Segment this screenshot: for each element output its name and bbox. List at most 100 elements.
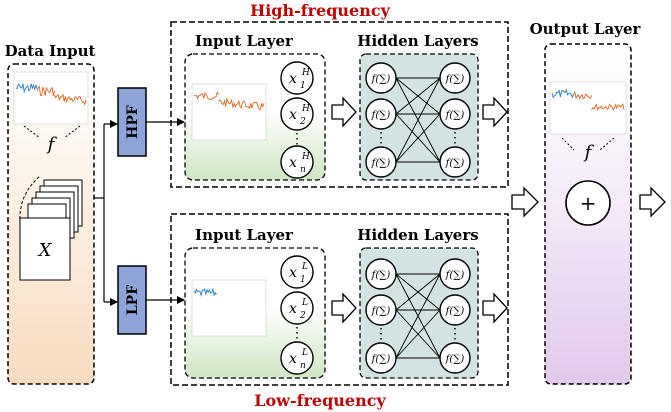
split-connector (94, 120, 118, 306)
signal-trace (573, 90, 593, 100)
signal-trace (54, 93, 87, 106)
svg-text:f(∑): f(∑) (371, 270, 391, 281)
signal-trace (551, 88, 575, 99)
low-hidden-neuron: f(∑) (439, 294, 471, 326)
signal-trace (218, 97, 265, 110)
high-hidden-neuron: f(∑) (365, 98, 397, 130)
signal-trace (193, 287, 217, 298)
low-hidden-connection (395, 309, 441, 359)
output-layer-title: Output Layer (530, 20, 642, 38)
svg-text:H: H (301, 152, 310, 162)
signal-trace (15, 83, 38, 94)
hpf-label: HPF (125, 105, 141, 139)
low-hidden-neuron: f(∑) (365, 258, 397, 290)
svg-text:x: x (289, 155, 297, 171)
low-input-layer-title: Input Layer (195, 226, 294, 244)
svg-text:x: x (289, 107, 297, 123)
svg-text:f(∑): f(∑) (445, 158, 465, 169)
svg-text:n: n (300, 361, 306, 371)
svg-text:f(∑): f(∑) (445, 110, 465, 121)
low-hidden-neuron: f(∑) (439, 258, 471, 290)
data-x-label: X (37, 240, 53, 261)
low-hidden-connections (395, 273, 441, 359)
output-signal-plot (549, 81, 627, 135)
low-hidden-connection (395, 273, 441, 311)
sum-node: + (565, 180, 611, 226)
svg-text:2: 2 (299, 117, 306, 127)
svg-text:x: x (289, 265, 297, 281)
final-output-arrow (639, 186, 666, 218)
high-hidden-dots: ⋮ (448, 130, 462, 146)
low-hidden-neuron: f(∑) (439, 342, 471, 374)
svg-text:f(∑): f(∑) (445, 354, 465, 365)
svg-text:x: x (289, 71, 297, 87)
high-input-layer-title: Input Layer (195, 32, 294, 50)
sum-node-plus: + (580, 191, 597, 215)
signal-trace (193, 90, 219, 101)
svg-text:f(∑): f(∑) (445, 74, 465, 85)
high-hidden-connections (395, 77, 441, 163)
low-input-node-2: x L 2 (280, 291, 314, 325)
svg-text:f(∑): f(∑) (371, 158, 391, 169)
signal-trace (591, 102, 625, 112)
high-hidden-neurons: f(∑) f(∑) f(∑) ⋮ f(∑) f(∑) f(∑) ⋮ (365, 62, 471, 178)
svg-text:1: 1 (300, 275, 306, 285)
high-hidden-dots: ⋮ (374, 130, 388, 146)
high-hidden-connection (395, 77, 441, 115)
low-hidden-to-output-arrow (482, 292, 508, 324)
high-input-node-n: x H n (280, 145, 314, 179)
low-input-node-1: x L 1 (280, 255, 314, 289)
data-input-title: Data Input (5, 42, 96, 60)
svg-text:H: H (301, 68, 310, 78)
high-hidden-neuron: f(∑) (365, 146, 397, 178)
low-frequency-group (170, 213, 509, 386)
svg-text:f(∑): f(∑) (371, 354, 391, 365)
svg-text:1: 1 (300, 81, 306, 91)
low-hidden-neuron: f(∑) (365, 342, 397, 374)
svg-text:x: x (289, 301, 297, 317)
svg-text:f(∑): f(∑) (371, 74, 391, 85)
low-input-node-n: x L n (280, 341, 314, 375)
low-input-signal-plot (191, 279, 267, 337)
low-hidden-dots: ⋮ (374, 326, 388, 342)
high-input-signal-plot (191, 83, 267, 141)
groups-to-output-arrow (511, 186, 539, 218)
svg-text:H: H (301, 104, 310, 114)
svg-text:L: L (301, 348, 308, 358)
data-input-signal-plot (13, 71, 89, 125)
low-hidden-layers-title: Hidden Layers (357, 226, 478, 244)
svg-text:x: x (289, 351, 297, 367)
high-hidden-neuron: f(∑) (439, 146, 471, 178)
svg-text:f(∑): f(∑) (445, 270, 465, 281)
high-hidden-layers-title: Hidden Layers (357, 32, 478, 50)
low-frequency-title: Low-frequency (254, 391, 386, 410)
svg-text:L: L (301, 262, 308, 272)
high-hidden-neuron: f(∑) (439, 98, 471, 130)
low-hidden-neurons: f(∑)f(∑)f(∑)⋮f(∑)f(∑)f(∑)⋮ (365, 258, 471, 374)
svg-text:L: L (301, 298, 308, 308)
high-input-node-1: x H 1 (280, 61, 314, 95)
high-hidden-connection (395, 77, 441, 163)
high-input-node-2: x H 2 (280, 97, 314, 131)
svg-text:f(∑): f(∑) (371, 306, 391, 317)
high-hidden-connection (395, 113, 441, 163)
low-input-to-hidden-arrow (331, 292, 357, 324)
high-input-to-hidden-arrow (331, 96, 357, 128)
signal-trace (36, 85, 55, 97)
data-stack (19, 179, 83, 281)
high-input-dots: ⋮ (290, 131, 304, 147)
high-hidden-neuron: f(∑) (439, 62, 471, 94)
low-hidden-connection (395, 273, 441, 359)
high-hidden-neuron: f(∑) (365, 62, 397, 94)
low-input-dots: ⋮ (290, 325, 304, 341)
high-hidden-to-output-arrow (482, 96, 508, 128)
low-hidden-dots: ⋮ (448, 326, 462, 342)
lpf-label: LPF (125, 285, 141, 315)
svg-text:n: n (300, 165, 306, 175)
svg-text:f(∑): f(∑) (371, 110, 391, 121)
high-frequency-title: High-frequency (250, 1, 391, 20)
lpf-box (117, 265, 147, 335)
high-frequency-group (170, 21, 509, 188)
low-hidden-neuron: f(∑) (365, 294, 397, 326)
